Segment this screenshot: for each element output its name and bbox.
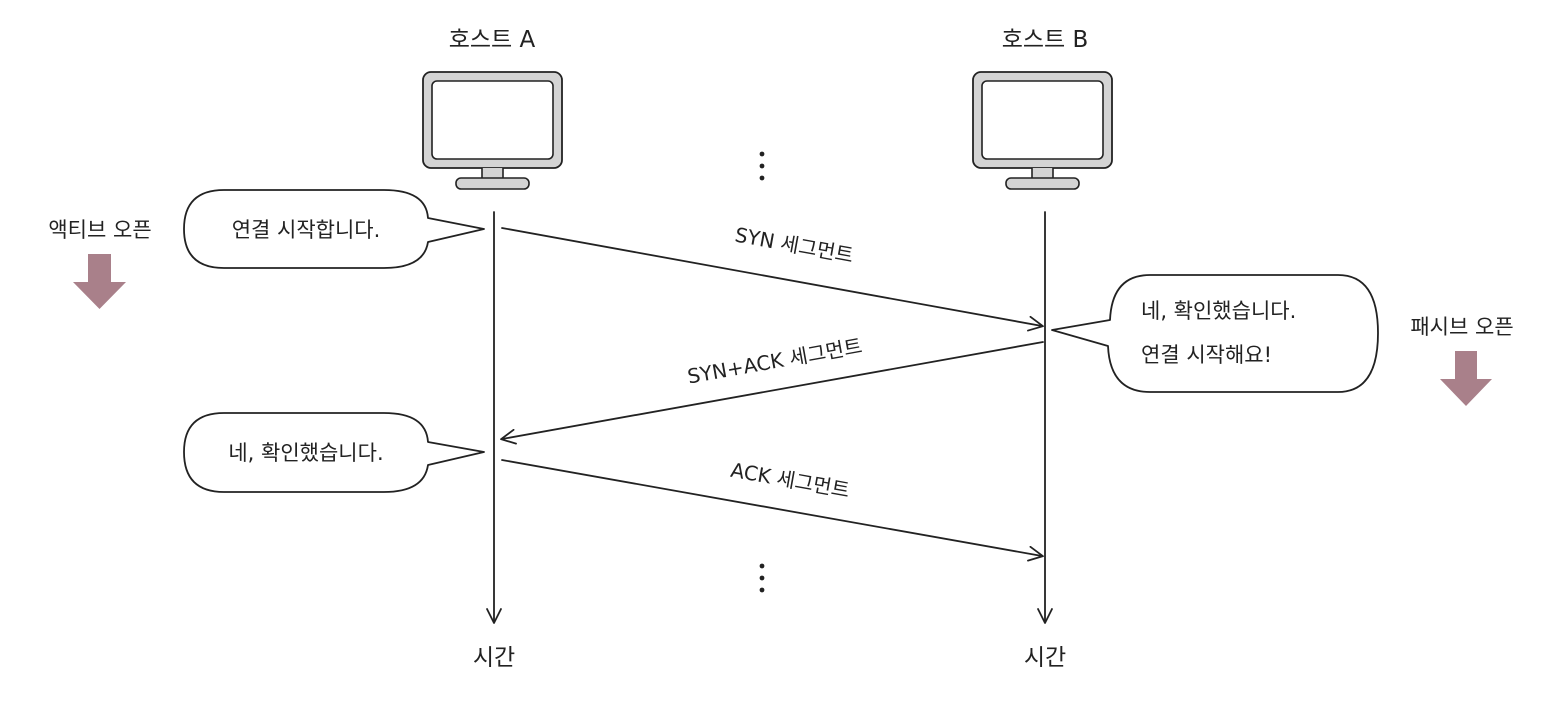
host-a-start-text: 연결 시작합니다. — [232, 218, 381, 242]
ack-arrow — [501, 459, 1044, 562]
syn-label: SYN 세그먼트 — [733, 223, 855, 268]
active-open-label: 액티브 오픈 — [48, 218, 151, 242]
host-b-time-label: 시간 — [1024, 645, 1066, 671]
ack-label: ACK 세그먼트 — [729, 458, 852, 503]
host-b-reply-line2: 연결 시작해요! — [1141, 343, 1272, 367]
host-b-reply-line1: 네, 확인했습니다. — [1141, 299, 1296, 323]
synack-label: SYN+ACK 세그먼트 — [686, 334, 864, 389]
synack-arrow — [500, 341, 1044, 445]
host-b-monitor-icon — [972, 71, 1113, 190]
host-a-monitor-icon — [422, 71, 563, 190]
host-b-label: 호스트 B — [1002, 27, 1089, 53]
host-a-confirm-text: 네, 확인했습니다. — [228, 441, 383, 465]
host-a-confirm-bubble: 네, 확인했습니다. — [183, 412, 485, 493]
passive-open-down-arrow-icon — [1440, 351, 1492, 406]
active-open-down-arrow-icon — [73, 254, 126, 309]
host-a-start-bubble: 연결 시작합니다. — [183, 189, 485, 269]
host-a-time-label: 시간 — [473, 645, 515, 671]
syn-arrow — [501, 227, 1044, 332]
passive-open-label: 패시브 오픈 — [1410, 315, 1513, 339]
host-b-reply-bubble: 네, 확인했습니다. 연결 시작해요! — [1051, 274, 1379, 393]
host-a-label: 호스트 A — [449, 27, 536, 53]
bottom-ellipsis-icon — [759, 563, 765, 593]
top-ellipsis-icon — [759, 151, 765, 181]
